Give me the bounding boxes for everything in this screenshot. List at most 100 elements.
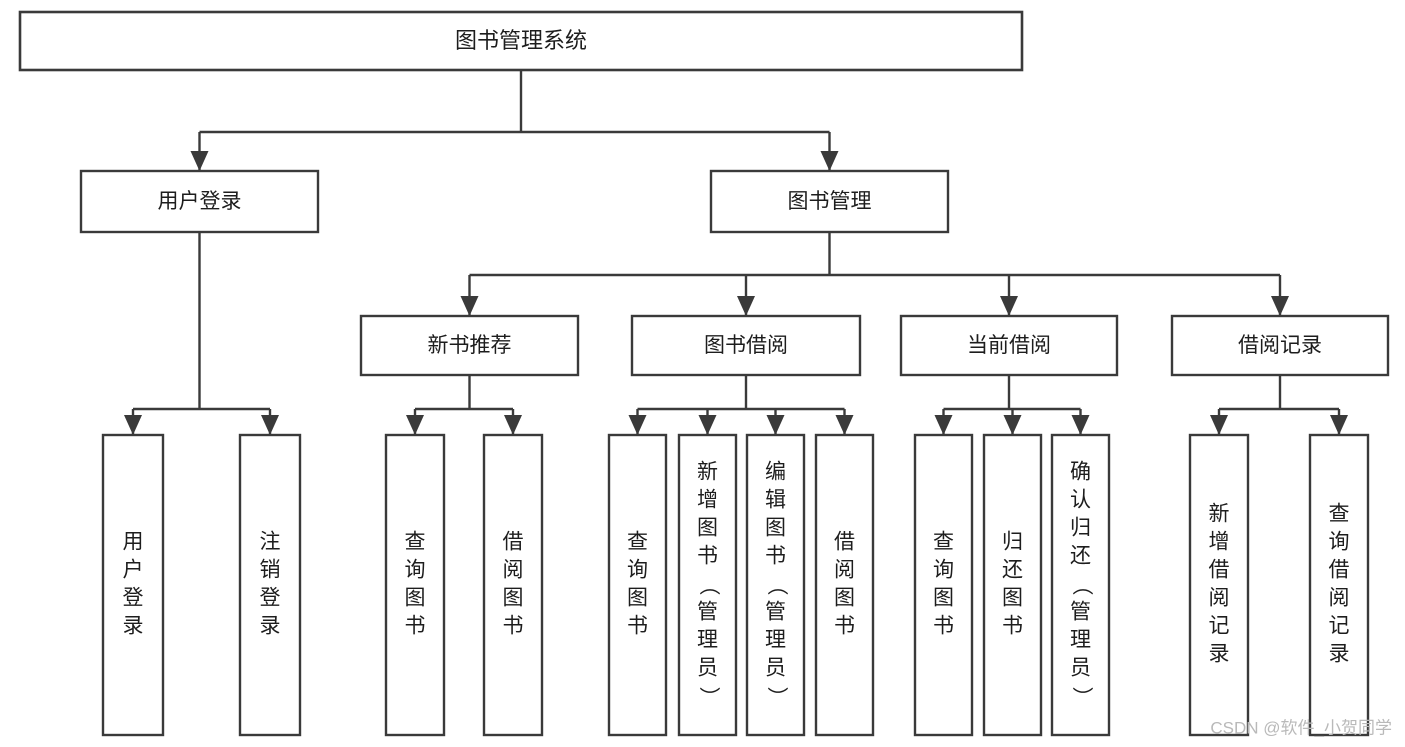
node-label-level2-0: 用户登录	[158, 190, 242, 213]
leaf-label-char: 书	[765, 545, 786, 568]
leaf-label-char: 借	[1329, 559, 1350, 582]
box-layer	[18, 10, 1390, 737]
leaf-label-char: 新	[697, 461, 718, 484]
leaf-label-char: 阅	[503, 559, 524, 582]
leaf-label-char: 确	[1070, 461, 1091, 484]
node-box-leaf-9[interactable]	[982, 433, 1043, 737]
node-box-leaf-2[interactable]	[384, 433, 446, 737]
leaf-label-char: 书	[697, 545, 718, 568]
node-box-leaf-6[interactable]	[745, 433, 806, 737]
leaf-label-char: （	[1070, 575, 1093, 596]
node-box-leaf-0[interactable]	[101, 433, 165, 737]
node-box-leaf-3[interactable]	[482, 433, 544, 737]
leaf-label-char: 借	[834, 531, 855, 554]
leaf-label-char: 管	[1070, 601, 1091, 624]
arrow-head-icon	[1071, 415, 1090, 435]
leaf-label-char: 增	[1209, 531, 1230, 554]
csdn-watermark: CSDN @软件_小贺同学	[1210, 718, 1392, 737]
leaf-label-char: 查	[405, 531, 426, 554]
leaf-label-char: 归	[1070, 517, 1091, 540]
leaf-label-char: 归	[1002, 531, 1023, 554]
node-box-leaf-12[interactable]	[1308, 433, 1370, 737]
leaf-label-char: 理	[765, 629, 786, 652]
leaf-label-char: 销	[260, 559, 281, 582]
node-box-leaf-7[interactable]	[814, 433, 875, 737]
leaf-label-char: 认	[1070, 489, 1091, 512]
leaf-label-char: 记	[1329, 615, 1350, 638]
leaf-label-char: 查	[627, 531, 648, 554]
leaf-label-char: 还	[1070, 545, 1091, 568]
leaf-label-char: 阅	[834, 559, 855, 582]
leaf-label-char: 录	[1329, 643, 1350, 666]
leaf-label-char: 户	[123, 559, 144, 582]
leaf-label-char: 图	[627, 587, 648, 610]
arrow-head-icon	[1271, 296, 1289, 316]
leaf-label-char: 员	[697, 657, 718, 680]
leaf-label-char: 新	[1209, 503, 1230, 526]
node-box-leaf-8[interactable]	[913, 433, 974, 737]
leaf-label-char: 图	[834, 587, 855, 610]
leaf-label-char: 还	[1002, 559, 1023, 582]
arrow-head-icon	[698, 415, 717, 435]
node-box-level3-3[interactable]	[1170, 314, 1390, 377]
leaf-label-char: 理	[697, 629, 718, 652]
leaf-label-char: （	[765, 575, 788, 596]
leaf-label-char: 记	[1209, 615, 1230, 638]
leaf-label-char: 图	[503, 587, 524, 610]
leaf-label-char: 图	[697, 517, 718, 540]
leaf-label-char: 阅	[1209, 587, 1230, 610]
leaf-label-char: 员	[765, 657, 786, 680]
leaf-label-char: 登	[260, 587, 281, 610]
node-label-level3-0: 新书推荐	[428, 334, 512, 357]
node-box-level3-0[interactable]	[359, 314, 580, 377]
leaf-label-char: 员	[1070, 657, 1091, 680]
node-box-leaf-4[interactable]	[607, 433, 668, 737]
leaf-label-char: 录	[1209, 643, 1230, 666]
leaf-label-char: 增	[697, 489, 718, 512]
leaf-label-char: 登	[123, 587, 144, 610]
arrow-head-icon	[190, 151, 209, 171]
leaf-label-char: 图	[1002, 587, 1023, 610]
node-box-level2-1[interactable]	[709, 169, 950, 234]
node-box-level2-0[interactable]	[79, 169, 320, 234]
arrow-head-icon	[835, 415, 854, 435]
node-box-leaf-5[interactable]	[677, 433, 738, 737]
node-label-level2-1: 图书管理	[788, 190, 872, 213]
arrow-head-icon	[124, 415, 142, 435]
leaf-label-char: 借	[503, 531, 524, 554]
leaf-label-char: 管	[765, 601, 786, 624]
node-box-level3-2[interactable]	[899, 314, 1119, 377]
leaf-label-char: 图	[405, 587, 426, 610]
leaf-label-char: 询	[933, 559, 954, 582]
arrow-head-icon	[460, 296, 479, 316]
arrow-head-icon	[1330, 415, 1348, 435]
node-box-leaf-11[interactable]	[1188, 433, 1250, 737]
leaf-label-char: 用	[123, 531, 144, 554]
node-box-leaf-1[interactable]	[238, 433, 302, 737]
leaf-label-char: ）	[1070, 687, 1093, 708]
arrow-head-icon	[1210, 415, 1228, 435]
arrow-head-icon	[737, 296, 755, 316]
arrow-head-icon	[1000, 296, 1018, 316]
leaf-label-char: 理	[1070, 629, 1091, 652]
leaf-label-char: 书	[405, 615, 426, 638]
arrow-head-icon	[406, 415, 424, 435]
leaf-label-char: 管	[697, 601, 718, 624]
node-box-root[interactable]	[18, 10, 1024, 72]
node-box-level3-1[interactable]	[630, 314, 862, 377]
node-label-level3-3: 借阅记录	[1238, 334, 1322, 357]
leaf-label-char: 查	[933, 531, 954, 554]
leaf-label-char: 询	[627, 559, 648, 582]
node-box-leaf-10[interactable]	[1050, 433, 1111, 737]
